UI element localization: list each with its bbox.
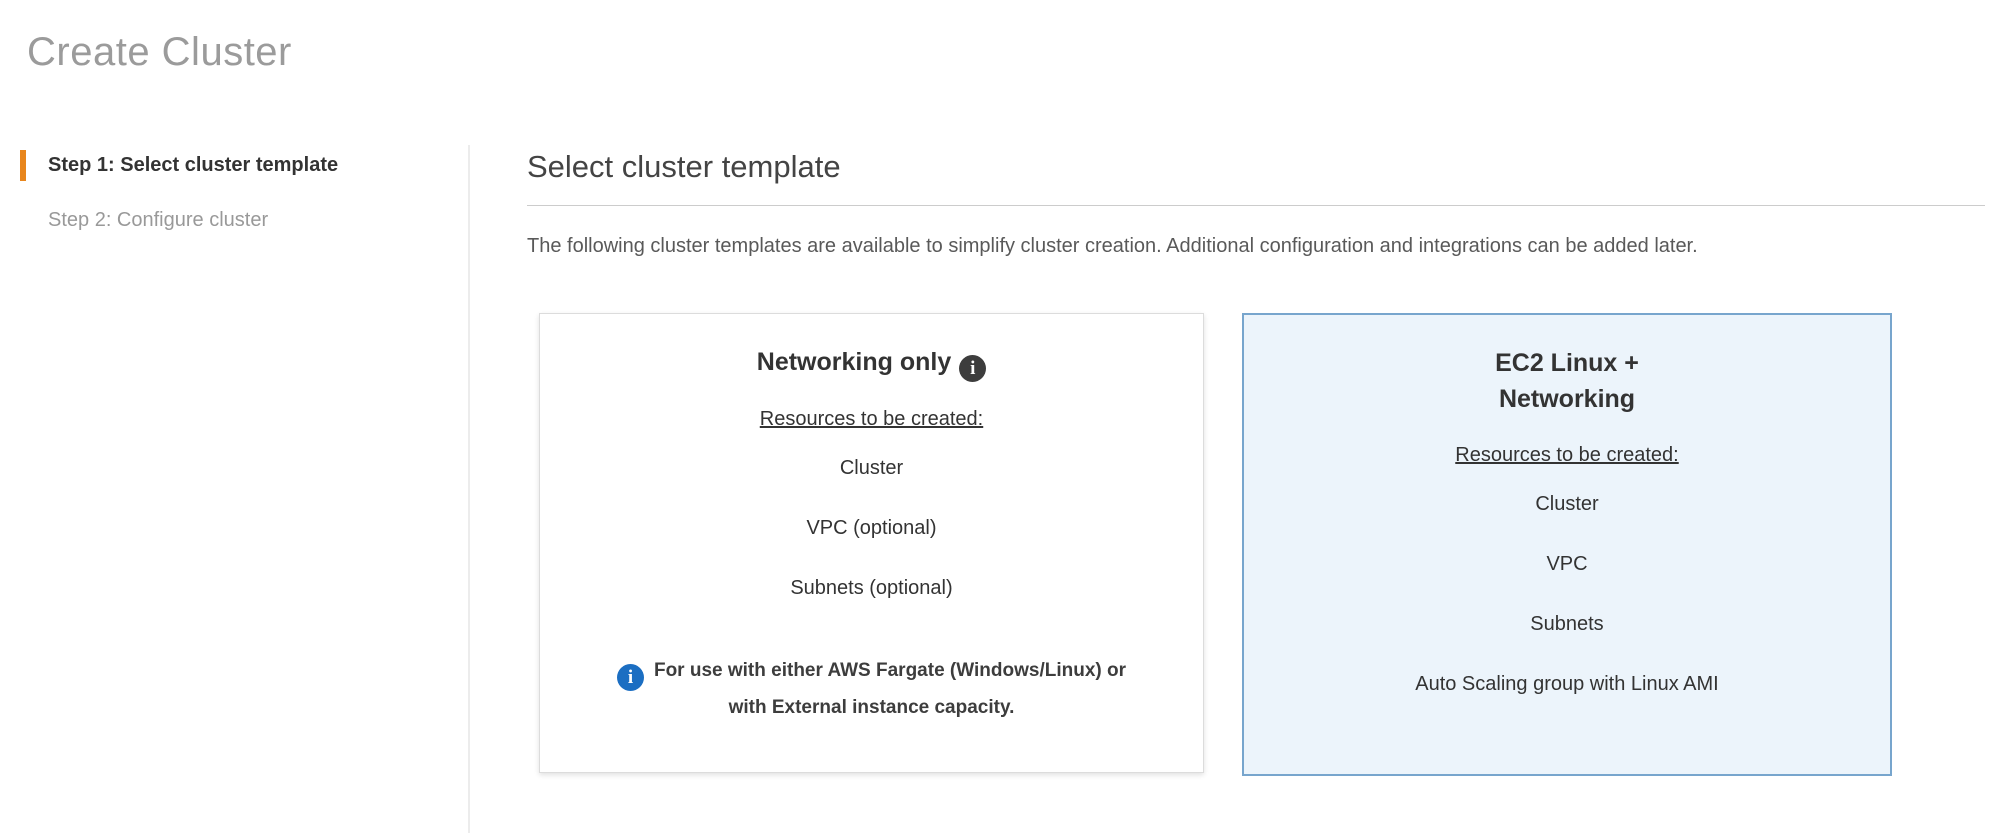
card-title: EC2 Linux + Networking	[1495, 349, 1639, 414]
info-icon: i	[616, 664, 644, 692]
page-title: Create Cluster	[27, 30, 292, 74]
vertical-divider	[468, 145, 470, 833]
template-card-ec2-linux-networking[interactable]: EC2 Linux + Networking Resources to be c…	[1242, 313, 1892, 777]
resource-item: Subnets	[1530, 612, 1604, 635]
card-note: i For use with either AWS Fargate (Window…	[599, 654, 1144, 724]
info-icon[interactable]: i	[959, 355, 987, 383]
main-content: Select cluster template The following cl…	[527, 148, 1985, 777]
step-1-select-cluster-template[interactable]: Step 1: Select cluster template	[20, 150, 440, 181]
resource-item: VPC (optional)	[806, 517, 937, 540]
resources-label: Resources to be created:	[759, 408, 984, 431]
resource-item: Auto Scaling group with Linux AMI	[1415, 672, 1719, 695]
heading-divider	[527, 205, 1985, 207]
resource-item: VPC	[1546, 552, 1588, 575]
resource-item: Cluster	[1535, 492, 1599, 515]
card-title-text: Networking only	[756, 348, 952, 377]
step-2-configure-cluster[interactable]: Step 2: Configure cluster	[48, 209, 269, 231]
wizard-steps-nav: Step 1: Select cluster template Step 2: …	[20, 150, 440, 260]
section-heading: Select cluster template	[527, 149, 841, 184]
resource-item: Subnets (optional)	[790, 577, 953, 600]
section-description: The following cluster templates are avai…	[527, 235, 1698, 258]
resources-label: Resources to be created:	[1455, 443, 1679, 466]
resource-item: Cluster	[839, 457, 904, 480]
card-note-text: For use with either AWS Fargate (Windows…	[653, 660, 1127, 719]
